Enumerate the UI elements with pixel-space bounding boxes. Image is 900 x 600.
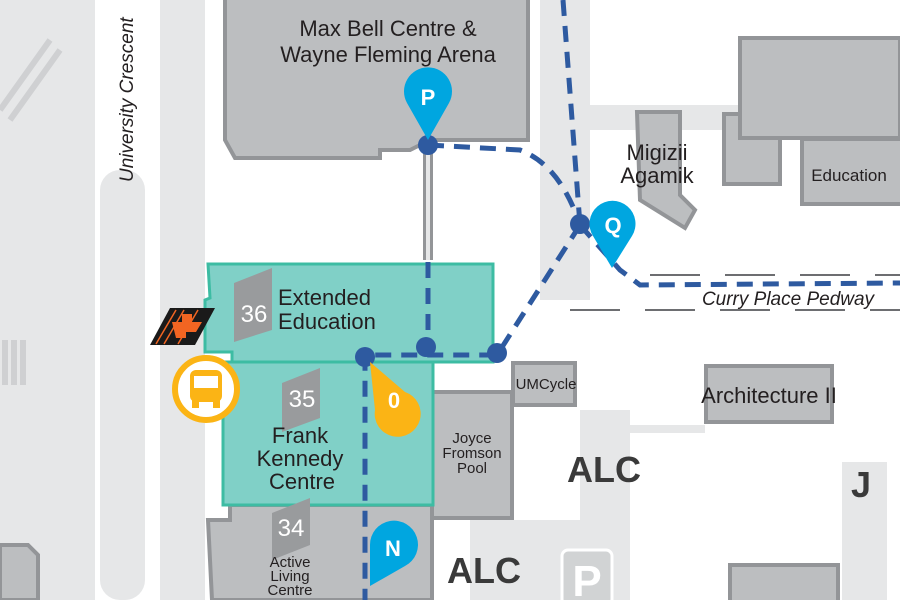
- label-living: Living: [270, 568, 309, 585]
- parking-icon[interactable]: P: [560, 548, 614, 600]
- building-number-34: 34: [272, 498, 310, 560]
- label-kennedy: Kennedy: [257, 446, 344, 471]
- marker-o[interactable]: 0: [370, 362, 421, 437]
- building-education[interactable]: [800, 137, 900, 206]
- bus-stop-icon[interactable]: [172, 355, 240, 423]
- label-umcycle: UMCycle: [516, 376, 577, 393]
- transit-station-icon[interactable]: [150, 308, 215, 345]
- marker-q[interactable]: Q: [589, 200, 636, 268]
- label-max-bell: Max Bell Centre &: [299, 16, 477, 41]
- building-architecture-2[interactable]: [704, 364, 834, 424]
- svg-text:N: N: [385, 536, 401, 561]
- label-fromson: Fromson: [442, 445, 501, 462]
- building-number-35: 35: [282, 368, 320, 432]
- label-centre-2: Centre: [267, 582, 312, 599]
- building-extended-education[interactable]: [203, 262, 495, 364]
- svg-text:0: 0: [388, 388, 400, 413]
- label-frank: Frank: [272, 423, 329, 448]
- svg-text:34: 34: [278, 515, 305, 542]
- curry-place-edges: [570, 274, 900, 311]
- label-alc-1: ALC: [567, 449, 641, 490]
- label-max-bell-2: Wayne Fleming Arena: [280, 42, 496, 67]
- rail-hatching: [0, 38, 63, 385]
- label-joyce: Joyce: [452, 430, 491, 447]
- building-south-west[interactable]: [0, 543, 40, 600]
- label-pool: Pool: [457, 460, 487, 477]
- label-j: J: [851, 464, 871, 505]
- label-active: Active: [270, 554, 311, 571]
- svg-text:35: 35: [289, 386, 316, 413]
- building-umcycle[interactable]: [511, 361, 577, 407]
- street-university-crescent: University Crescent: [117, 17, 138, 182]
- svg-text:Q: Q: [604, 213, 621, 238]
- building-south-east[interactable]: [728, 563, 840, 600]
- label-architecture: Architecture II: [701, 383, 837, 408]
- building-north-east[interactable]: [738, 36, 900, 140]
- label-education-2: Education: [278, 309, 376, 334]
- building-number-36: 36: [234, 268, 272, 342]
- marker-n[interactable]: N: [369, 520, 418, 586]
- svg-text:P: P: [421, 85, 436, 110]
- street-curry-place-pedway: Curry Place Pedway: [702, 289, 876, 310]
- svg-text:P: P: [572, 557, 601, 600]
- label-alc-2: ALC: [447, 550, 521, 591]
- svg-text:36: 36: [241, 301, 268, 328]
- label-extended: Extended: [278, 285, 371, 310]
- label-migizii: Migizii: [626, 140, 687, 165]
- label-centre: Centre: [269, 469, 335, 494]
- marker-p[interactable]: P: [404, 67, 453, 140]
- building-max-bell-centre[interactable]: [223, 0, 530, 160]
- building-migizii-agamik[interactable]: [634, 110, 698, 231]
- label-education: Education: [811, 166, 887, 185]
- label-agamik: Agamik: [620, 163, 694, 188]
